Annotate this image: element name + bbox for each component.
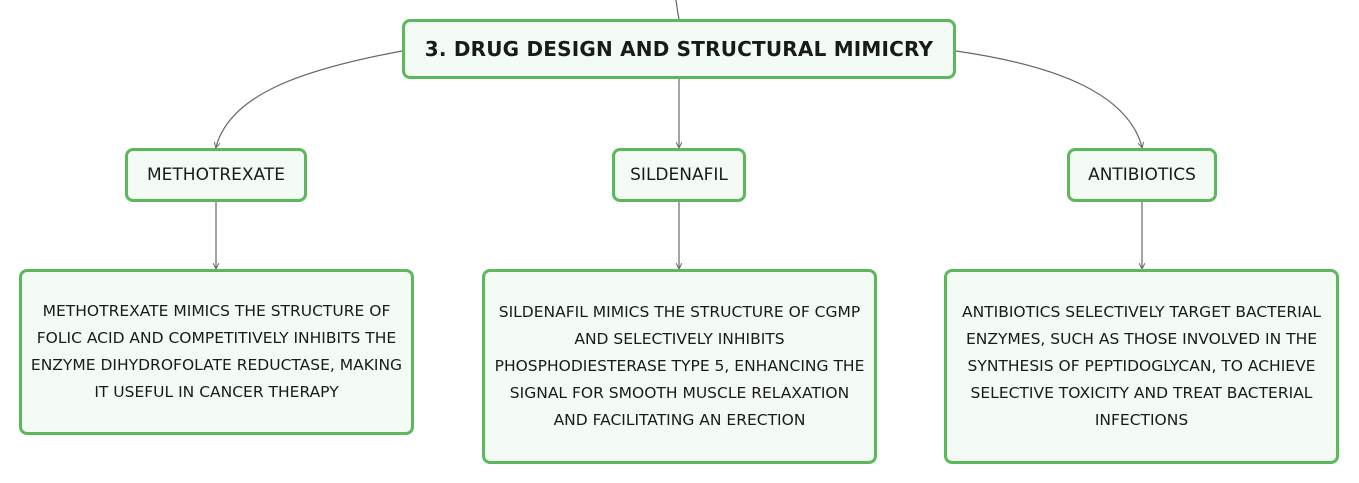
detail-node-antibiotics[interactable]: ANTIBIOTICS SELECTIVELY TARGET BACTERIAL…	[944, 269, 1339, 464]
topic-node-sildenafil[interactable]: SILDENAFIL	[612, 148, 746, 202]
topic-label-antibiotics: ANTIBIOTICS	[1088, 165, 1196, 185]
detail-node-methotrexate[interactable]: METHOTREXATE MIMICS THE STRUCTURE OF FOL…	[19, 269, 414, 435]
root-node-label: 3. DRUG DESIGN AND STRUCTURAL MIMICRY	[424, 37, 934, 61]
topic-label-methotrexate: METHOTREXATE	[147, 165, 285, 185]
detail-node-sildenafil[interactable]: SILDENAFIL MIMICS THE STRUCTURE OF CGMP …	[482, 269, 877, 464]
detail-text-sildenafil: SILDENAFIL MIMICS THE STRUCTURE OF CGMP …	[494, 303, 865, 429]
topic-node-antibiotics[interactable]: ANTIBIOTICS	[1067, 148, 1217, 202]
root-node[interactable]: 3. DRUG DESIGN AND STRUCTURAL MIMICRY	[402, 19, 956, 79]
topic-label-sildenafil: SILDENAFIL	[630, 165, 728, 185]
connector-root-to-methotrexate	[216, 50, 403, 147]
detail-text-antibiotics: ANTIBIOTICS SELECTIVELY TARGET BACTERIAL…	[961, 303, 1322, 429]
topic-node-methotrexate[interactable]: METHOTREXATE	[125, 148, 307, 202]
connector-parent-to-root	[675, 0, 680, 20]
detail-text-methotrexate: METHOTREXATE MIMICS THE STRUCTURE OF FOL…	[30, 302, 403, 401]
connector-root-to-antibiotics	[955, 50, 1142, 147]
